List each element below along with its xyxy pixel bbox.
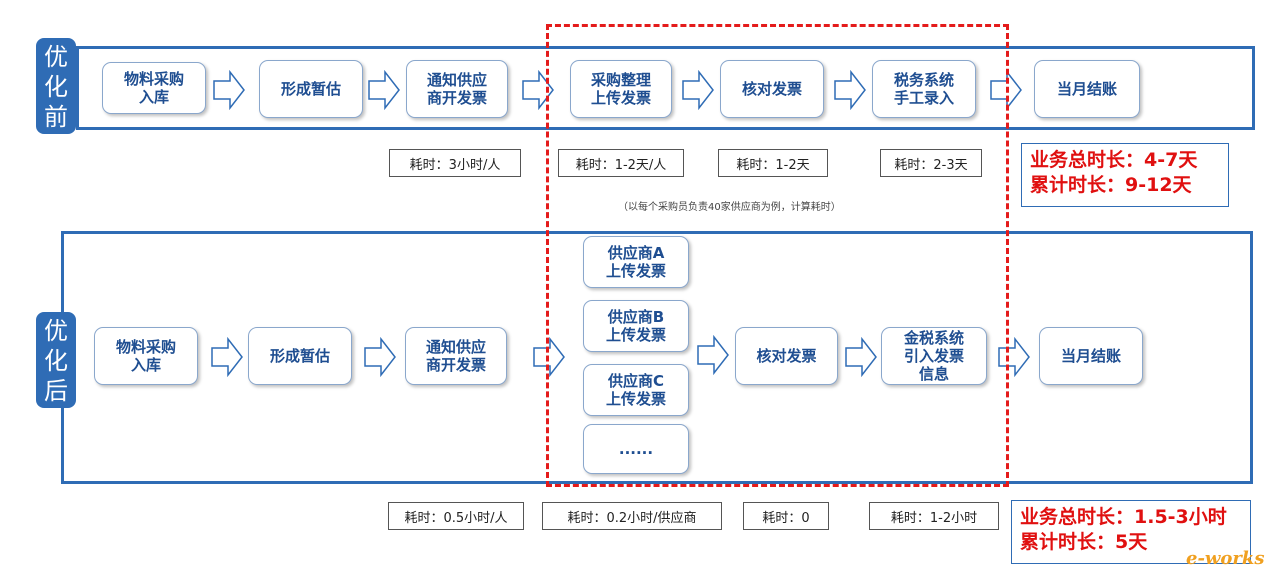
after-summary-business-time: 业务总时长：1.5-3小时 [1020, 506, 1227, 528]
arrow-right-icon [697, 335, 729, 375]
after-step-more-suppliers: ...... [583, 424, 689, 474]
after-step-supplier-a-upload: 供应商A 上传发票 [583, 236, 689, 288]
before-time-verify: 耗时：1-2天 [718, 149, 828, 177]
before-step-purchase-inbound: 物料采购 入库 [102, 62, 206, 114]
after-time-golden-tax: 耗时：1-2小时 [869, 502, 999, 530]
before-time-notify: 耗时：3小时/人 [389, 149, 521, 177]
after-tag: 优 化 后 [36, 312, 76, 408]
after-step-purchase-inbound: 物料采购 入库 [94, 327, 198, 385]
arrow-right-icon [533, 337, 565, 377]
before-step-month-close: 当月结账 [1034, 60, 1140, 118]
calculation-note: （以每个采购员负责40家供应商为例，计算耗时） [618, 202, 841, 213]
arrow-right-icon [682, 70, 714, 110]
after-time-notify: 耗时：0.5小时/人 [388, 502, 524, 530]
arrow-right-icon [213, 70, 245, 110]
arrow-right-icon [845, 337, 877, 377]
before-step-upload-invoice: 采购整理 上传发票 [570, 60, 672, 118]
after-step-verify-invoice: 核对发票 [735, 327, 838, 385]
after-step-estimate: 形成暂估 [248, 327, 352, 385]
after-step-supplier-b-upload: 供应商B 上传发票 [583, 300, 689, 352]
arrow-right-icon [368, 70, 400, 110]
before-summary: 业务总时长：4-7天 累计时长：9-12天 [1021, 143, 1229, 207]
arrow-right-icon [364, 337, 396, 377]
before-tag-char: 化 [44, 73, 68, 101]
arrow-right-icon [211, 337, 243, 377]
before-step-tax-entry: 税务系统 手工录入 [872, 60, 976, 118]
after-step-month-close: 当月结账 [1039, 327, 1143, 385]
before-step-estimate: 形成暂估 [259, 60, 363, 118]
after-tag-char: 化 [44, 347, 68, 375]
after-tag-char: 后 [44, 377, 68, 405]
before-tag: 优 化 前 [36, 38, 76, 134]
after-time-verify: 耗时：0 [743, 502, 829, 530]
after-step-notify-supplier: 通知供应 商开发票 [405, 327, 507, 385]
after-tag-char: 优 [44, 317, 68, 345]
before-frame [76, 46, 1255, 130]
before-step-notify-supplier: 通知供应 商开发票 [406, 60, 508, 118]
eworks-logo: e-works [1186, 548, 1265, 569]
after-step-supplier-c-upload: 供应商C 上传发票 [583, 364, 689, 416]
before-time-tax-entry: 耗时：2-3天 [880, 149, 982, 177]
before-step-verify-invoice: 核对发票 [720, 60, 824, 118]
before-summary-total-time: 累计时长：9-12天 [1030, 174, 1192, 196]
arrow-right-icon [834, 70, 866, 110]
before-tag-char: 前 [44, 103, 68, 131]
before-tag-char: 优 [44, 43, 68, 71]
before-time-upload: 耗时：1-2天/人 [558, 149, 684, 177]
after-step-golden-tax-import: 金税系统 引入发票 信息 [881, 327, 987, 385]
after-summary: 业务总时长：1.5-3小时 累计时长：5天 [1011, 500, 1251, 564]
after-time-supplier-upload: 耗时：0.2小时/供应商 [542, 502, 722, 530]
after-summary-total-time: 累计时长：5天 [1020, 531, 1148, 553]
highlight-region [546, 24, 1009, 487]
before-summary-business-time: 业务总时长：4-7天 [1030, 149, 1198, 171]
